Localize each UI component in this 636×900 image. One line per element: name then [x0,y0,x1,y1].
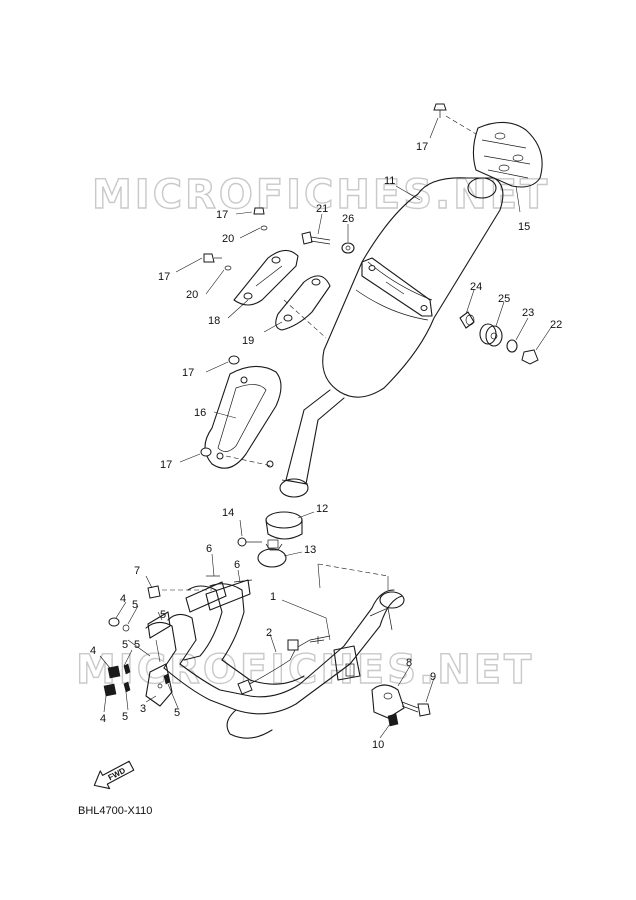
callout-16: 16 [194,407,206,419]
callout-14: 14 [222,507,234,519]
bolt-4-bottom[interactable] [103,683,117,697]
callout-17: 17 [416,141,428,153]
callout-6: 6 [234,559,240,571]
fwd-label: FWD [107,766,128,783]
callout-11: 11 [384,175,395,187]
callout-5: 5 [174,707,180,719]
oxygen-sensor[interactable] [237,635,331,695]
callout-7: 7 [134,565,140,577]
diagram-code: BHL4700-X110 [78,805,152,817]
callout-26: 26 [342,213,354,225]
callout-9: 9 [430,671,436,683]
callout-17: 17 [182,367,194,379]
bolt-17-bracket-left[interactable] [203,253,222,263]
callout-21: 21 [316,203,328,215]
callout-4: 4 [120,593,126,605]
bolt-21[interactable] [301,231,331,245]
exhaust-gasket[interactable] [265,511,303,540]
bolt-4-middle[interactable] [107,665,121,679]
callout-13: 13 [304,544,316,556]
muffler-end-cap[interactable] [472,121,543,188]
callout-12: 12 [316,503,328,515]
muffler-assembly[interactable] [279,177,504,498]
muffler-hanger-bracket[interactable] [275,275,331,331]
callout-5: 5 [134,639,140,651]
bolt-4-top[interactable] [108,617,120,627]
callout-20: 20 [222,233,234,245]
callout-17: 17 [160,459,172,471]
bolt-17-protector-bottom[interactable] [200,447,212,457]
callout-8: 8 [406,657,412,669]
callout-6: 6 [206,543,212,555]
gasket-6-right[interactable] [233,579,253,583]
callout-25: 25 [498,293,510,305]
damper-25[interactable] [479,323,503,347]
bolt-17-protector-top[interactable] [228,355,240,365]
callout-5: 5 [132,599,138,611]
washer-5-right[interactable] [163,673,171,685]
callout-17: 17 [158,271,170,283]
nut-22[interactable] [521,349,539,365]
watermark-bottom: MICROFICHES.NET [76,647,534,693]
washer-20-top[interactable] [260,225,268,231]
callout-5: 5 [122,639,128,651]
exhaust-header-assembly[interactable] [145,579,405,739]
washer-5-top[interactable] [122,624,130,632]
callout-5: 5 [122,711,128,723]
callout-5: 5 [160,609,166,621]
nut-7[interactable] [147,585,161,599]
washer-26[interactable] [341,242,355,254]
bolt-9[interactable] [401,701,431,717]
callout-1: 1 [270,591,276,603]
callout-19: 19 [242,335,254,347]
callout-23: 23 [522,307,534,319]
leader-lines [99,115,553,739]
callout-3: 3 [140,703,146,715]
callout-18: 18 [208,315,220,327]
callout-10: 10 [372,739,384,751]
washer-5-bottom[interactable] [123,681,131,693]
washer-20-left[interactable] [224,265,232,271]
collar-24[interactable] [459,311,475,329]
exhaust-clamp[interactable] [257,539,287,568]
callout-2: 2 [266,627,272,639]
callout-17: 17 [216,209,228,221]
callout-20: 20 [186,289,198,301]
callout-labels: 17 15 11 21 26 17 20 17 20 18 19 17 16 1… [90,141,562,751]
callout-22: 22 [550,319,562,331]
header-bracket[interactable] [145,663,173,707]
bolt-10[interactable] [387,713,399,727]
callout-4: 4 [90,645,96,657]
clamp-bolt[interactable] [237,537,262,547]
bolt-17-top[interactable] [433,103,447,118]
forward-arrow: FWD [93,760,135,790]
callout-24: 24 [470,281,482,293]
heat-protector[interactable] [204,365,282,469]
callout-15: 15 [518,221,530,233]
callout-4: 4 [100,713,106,725]
washer-5-middle[interactable] [123,663,131,675]
bolt-17-bracket-top[interactable] [253,207,265,215]
muffler-bracket[interactable] [233,249,299,306]
washer-23[interactable] [506,339,518,353]
